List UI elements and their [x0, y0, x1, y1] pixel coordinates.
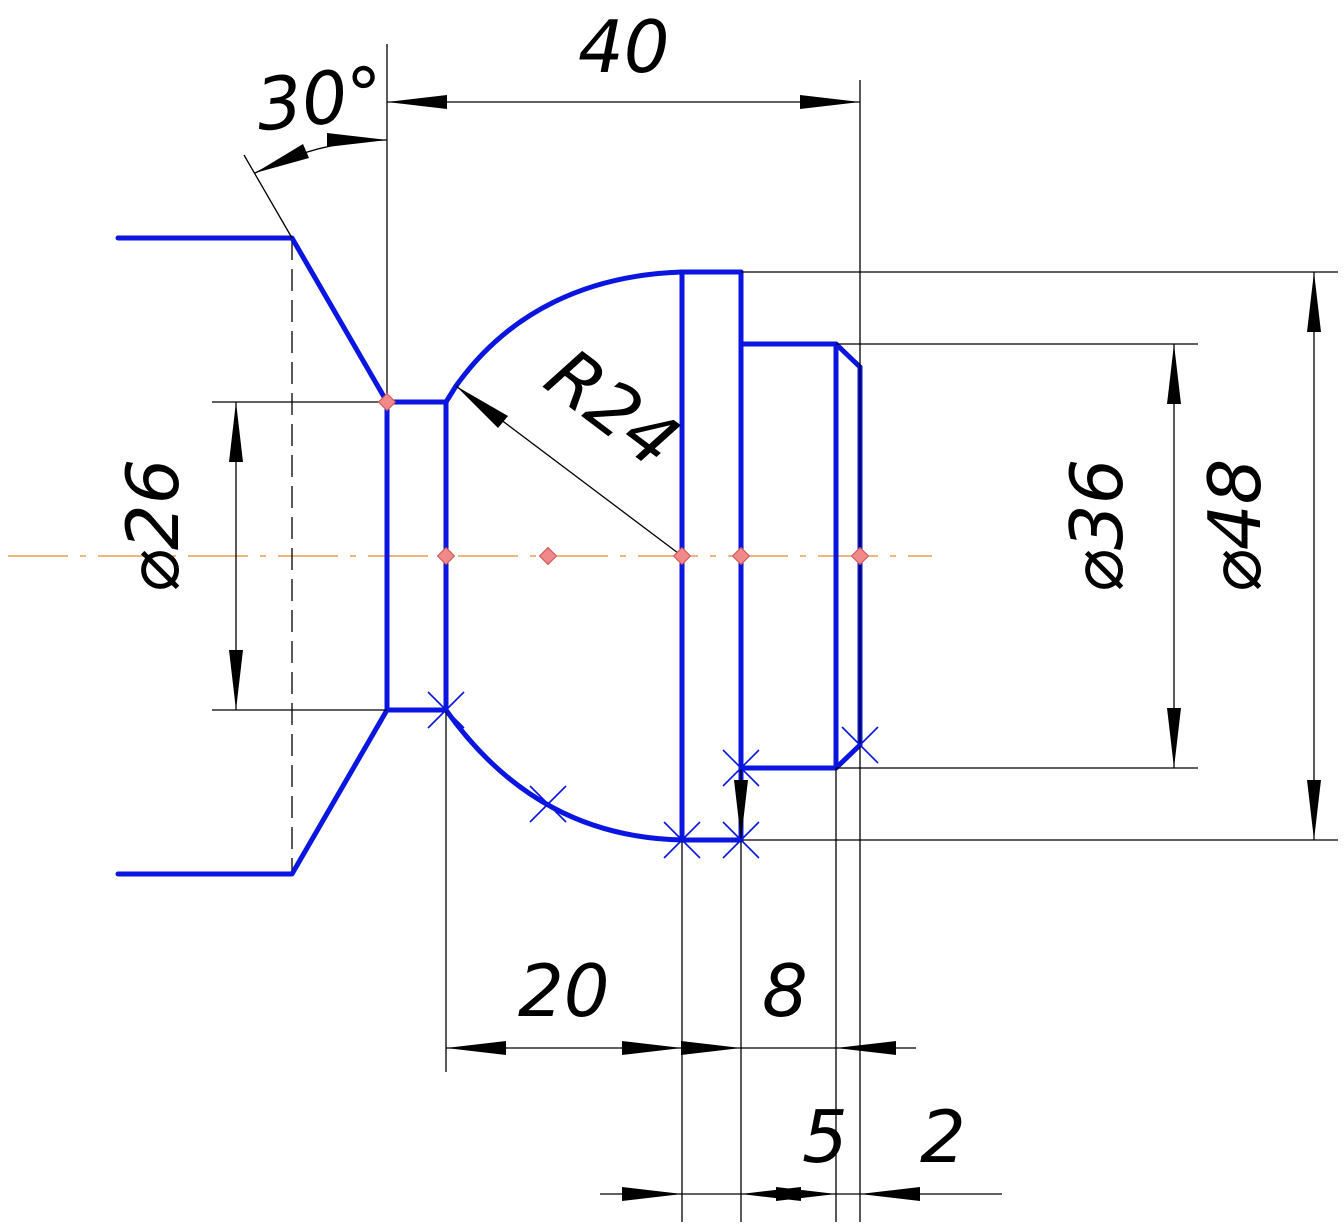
snap-points: [377, 392, 870, 566]
extension-lines: [212, 44, 1338, 1222]
dim-dia-small: ⌀26: [111, 459, 195, 594]
dim-radius: R24: [531, 332, 695, 484]
dim-len-sphere: 20: [518, 949, 610, 1033]
dim-len-flange: 8: [762, 949, 808, 1033]
dim-dia-collar: ⌀36: [1055, 459, 1139, 594]
dimension-lines: [229, 95, 1321, 1201]
cross-markers: [427, 691, 879, 859]
dim-len-collar: 5: [802, 1095, 848, 1179]
dim-len-chamfer: 2: [920, 1095, 966, 1179]
dim-angle: 30°: [252, 50, 388, 147]
dim-dia-large: ⌀48: [1193, 459, 1277, 594]
dim-overall-length: 40: [578, 5, 670, 89]
